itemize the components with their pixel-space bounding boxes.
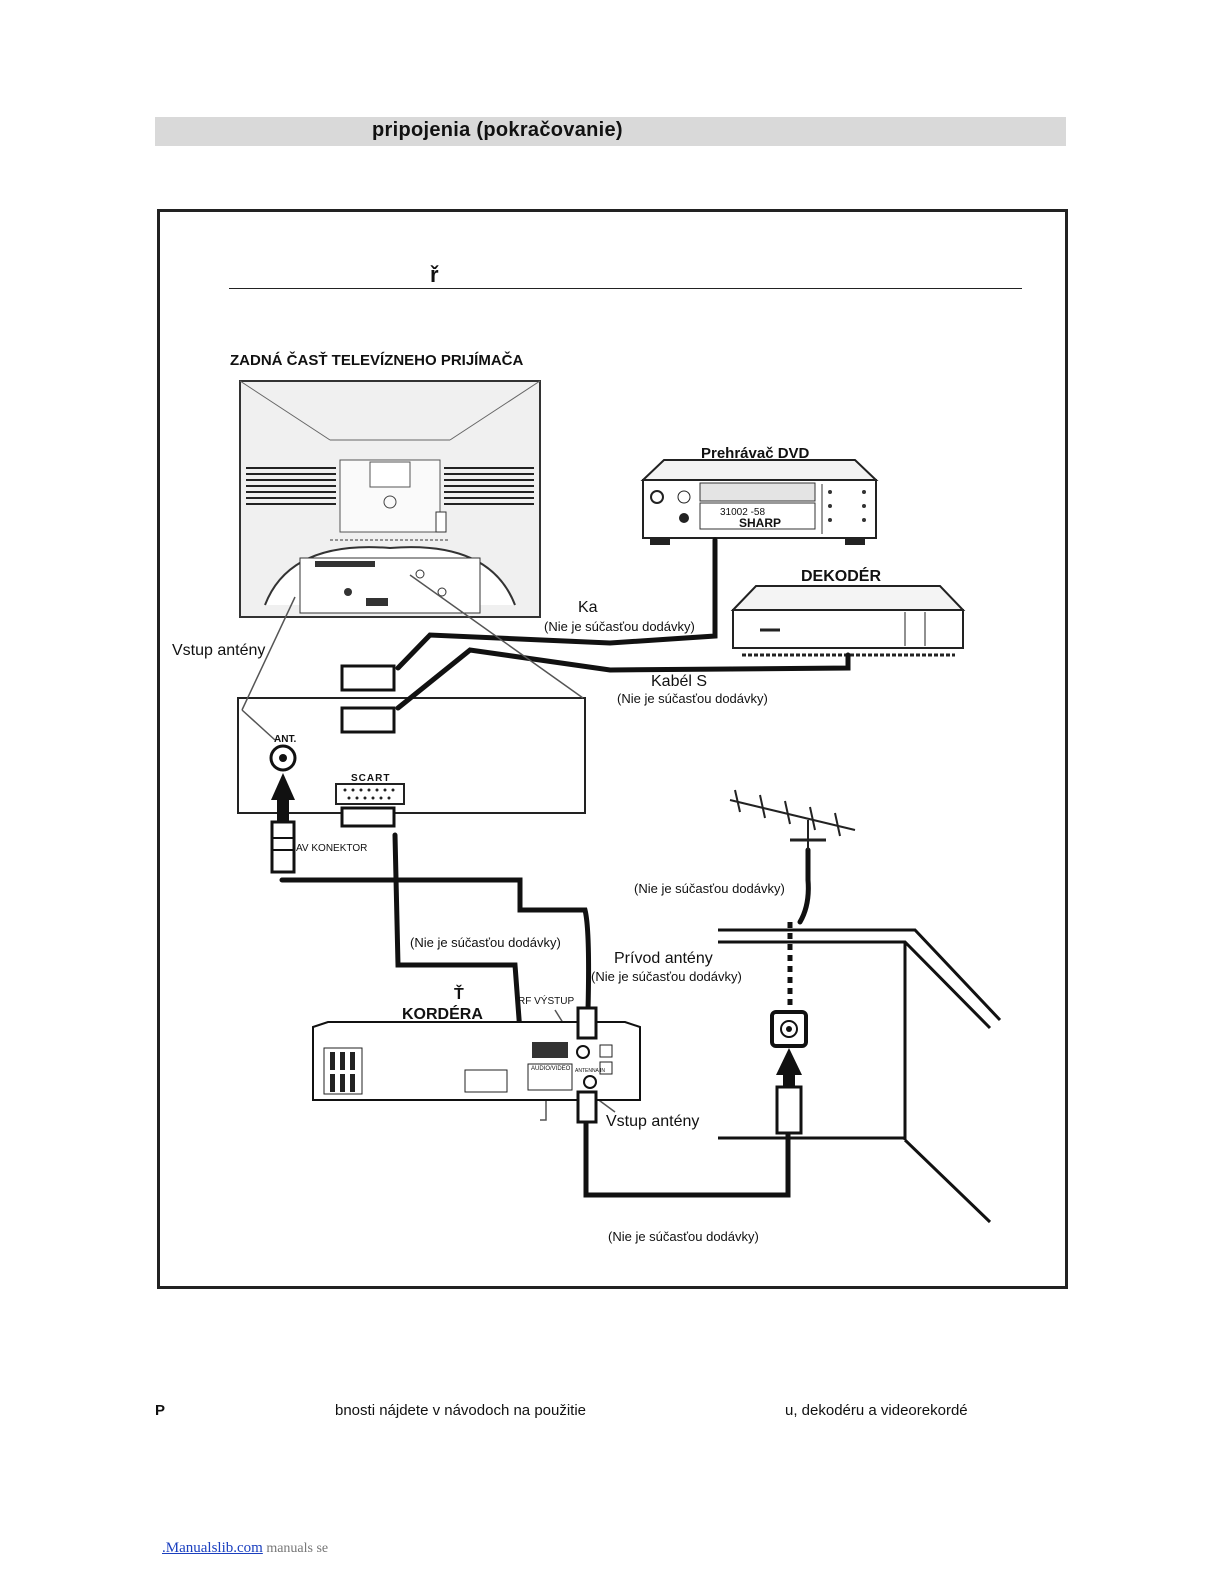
footer-text-part3: u, dekodéru a videorekordé <box>785 1402 968 1419</box>
decoder-illustration <box>730 585 966 657</box>
recorder-label-line2: KORDÉRA <box>402 1006 483 1023</box>
antenna-feed-label: Prívod antény <box>614 950 713 967</box>
source-footer: .Manualslib.com manuals se <box>162 1540 328 1557</box>
antenna-in-jack-label: ANTENNA IN <box>575 1068 606 1074</box>
diagram-frame <box>157 209 1068 1289</box>
decoder-label: DEKODÉR <box>801 568 882 585</box>
rooftop-antenna-note: (Nie je súčasťou dodávky) <box>634 881 785 896</box>
tv-back-illustration <box>239 380 541 618</box>
recorder-rf-plugs <box>576 1006 598 1124</box>
section-title: pripojenia (pokračovanie) <box>372 119 623 141</box>
scart-label: SCART <box>351 773 391 784</box>
antenna-input-label-tv: Vstup antény <box>172 642 266 659</box>
device-connection-panel <box>237 697 586 814</box>
audio-video-jack-label: AUDIO/VIDEO <box>531 1066 571 1072</box>
cable-s-note: (Nie je súčasťou dodávky) <box>617 691 768 706</box>
cable-ka-label: Ka <box>578 599 598 616</box>
building-wall <box>718 928 1002 1224</box>
scart-cable-note: (Nie je súčasťou dodávky) <box>410 935 561 950</box>
pointer-lines <box>241 574 616 1121</box>
av-connector-label: AV KONEKTOR <box>296 843 368 854</box>
dvd-display-text: 31002 -58 <box>720 507 766 518</box>
antenna-input-label-recorder: Vstup antény <box>606 1113 700 1130</box>
panel-heading-rule <box>229 288 1022 289</box>
rooftop-antenna <box>729 789 856 850</box>
cable-s-label: Kabél S <box>651 673 708 690</box>
recorder-label-line1: Ť <box>454 986 464 1003</box>
wall-antenna-socket <box>770 922 808 1135</box>
panel-heading: ř <box>430 262 439 287</box>
bottom-cable-note: (Nie je súčasťou dodávky) <box>608 1229 759 1244</box>
dvd-player-illustration <box>640 459 879 545</box>
antenna-plug-left <box>270 773 296 874</box>
footer-text-part1: P <box>155 1402 166 1419</box>
section-header-bar <box>155 117 1066 146</box>
cable-ka-note: (Nie je súčasťou dodávky) <box>544 619 695 634</box>
dvd-brand-label: SHARP <box>739 516 782 530</box>
footer-text-part2: bnosti nájdete v návodoch na použitie <box>335 1402 587 1419</box>
cables <box>279 537 851 1198</box>
source-rest-text: manuals se <box>262 1541 329 1556</box>
dvd-player-label: Prehrávač DVD <box>701 445 810 462</box>
rf-output-label: RF VÝSTUP <box>518 996 575 1007</box>
source-link[interactable]: .Manualslib.com <box>162 1540 263 1556</box>
video-recorder-illustration <box>312 1021 641 1101</box>
antenna-feed-note: (Nie je súčasťou dodávky) <box>591 969 742 984</box>
scart-plugs <box>340 664 396 828</box>
tv-back-label: ZADNÁ ČASŤ TELEVÍZNEHO PRIJÍMAČA <box>230 352 524 369</box>
ant-jack-label: ANT. <box>274 734 297 745</box>
